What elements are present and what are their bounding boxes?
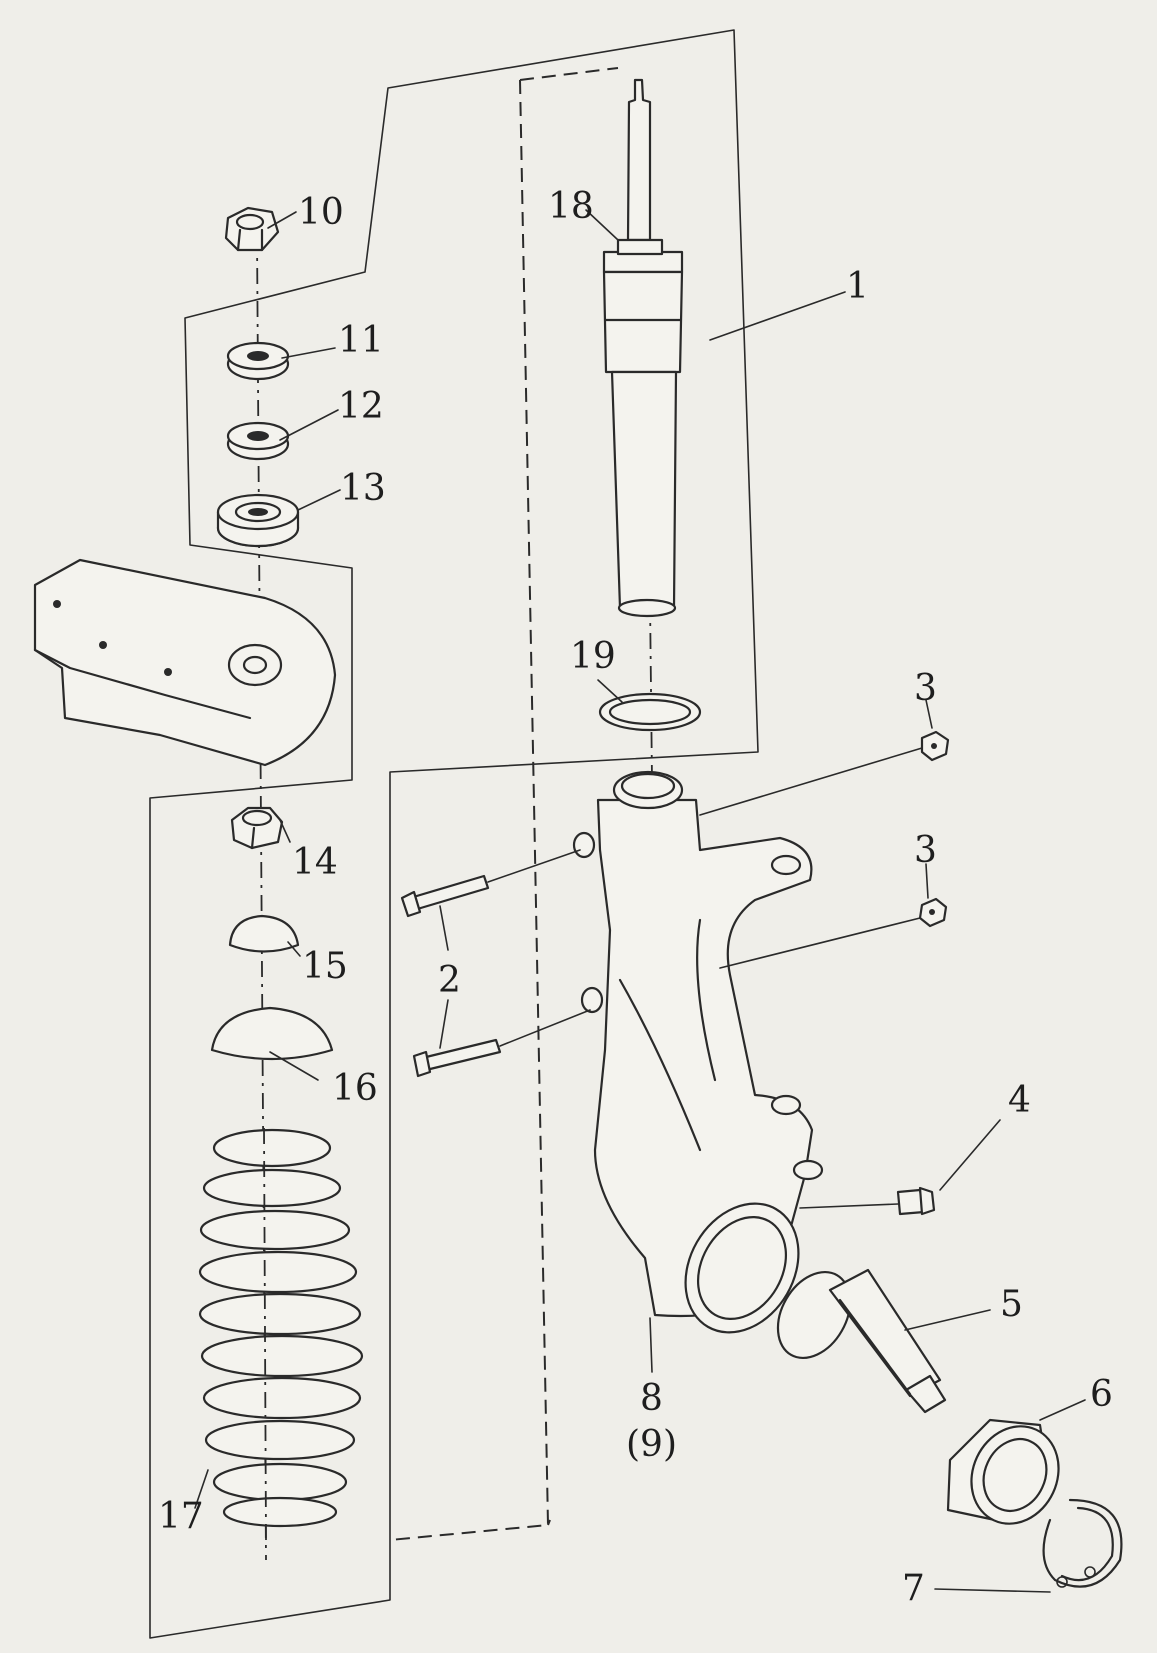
coil-spring-17 xyxy=(198,1127,364,1541)
label-16: 16 xyxy=(332,1068,378,1109)
label-11: 11 xyxy=(338,320,384,361)
hub-spindle-5 xyxy=(776,1268,947,1414)
nut-top xyxy=(224,206,280,252)
label-19: 19 xyxy=(570,636,616,677)
nut-14 xyxy=(230,806,284,850)
snap-ring-7 xyxy=(1042,1498,1123,1588)
washer-12 xyxy=(226,421,290,461)
bolt-2-upper xyxy=(400,849,581,918)
label-3-lower: 3 xyxy=(914,830,937,871)
label-4: 4 xyxy=(1008,1080,1031,1121)
label-5: 5 xyxy=(1000,1284,1023,1325)
label-12: 12 xyxy=(338,386,384,427)
label-15: 15 xyxy=(302,946,348,987)
label-3-upper: 3 xyxy=(914,668,937,709)
label-6: 6 xyxy=(1090,1374,1113,1415)
label-8: 8 xyxy=(640,1378,663,1419)
label-2: 2 xyxy=(438,960,461,1001)
label-17: 17 xyxy=(158,1496,204,1537)
label-14: 14 xyxy=(292,842,338,883)
label-13: 13 xyxy=(340,468,386,509)
bolt-2-lower xyxy=(412,1009,591,1078)
bearing-6 xyxy=(946,1418,1060,1525)
label-10: 10 xyxy=(298,192,344,233)
shock-absorber-1 xyxy=(602,78,684,618)
shock-axis xyxy=(649,599,653,781)
bushing-13 xyxy=(216,493,300,548)
dome-cap-15 xyxy=(228,914,300,953)
callout-labels: 10 11 12 13 14 15 16 17 18 1 19 3 3 2 4 … xyxy=(158,186,1113,1609)
washer-11 xyxy=(226,341,290,381)
dome-16 xyxy=(210,1006,334,1061)
label-1: 1 xyxy=(846,266,869,307)
label-18: 18 xyxy=(548,186,594,227)
nut-3-upper xyxy=(699,730,950,816)
upper-control-arm xyxy=(33,558,337,767)
shock-frame-dashed xyxy=(389,67,619,1541)
upper-frame-outline xyxy=(149,29,759,1639)
grease-fitting-4 xyxy=(799,1186,936,1216)
steering-knuckle-8 xyxy=(572,770,824,1334)
label-9: (9) xyxy=(626,1424,677,1465)
label-7: 7 xyxy=(902,1568,925,1609)
nut-3-lower xyxy=(719,897,948,969)
leader-lines xyxy=(194,209,1086,1593)
shock-frame-dashed-right xyxy=(547,1519,551,1526)
o-ring-19 xyxy=(598,692,702,732)
